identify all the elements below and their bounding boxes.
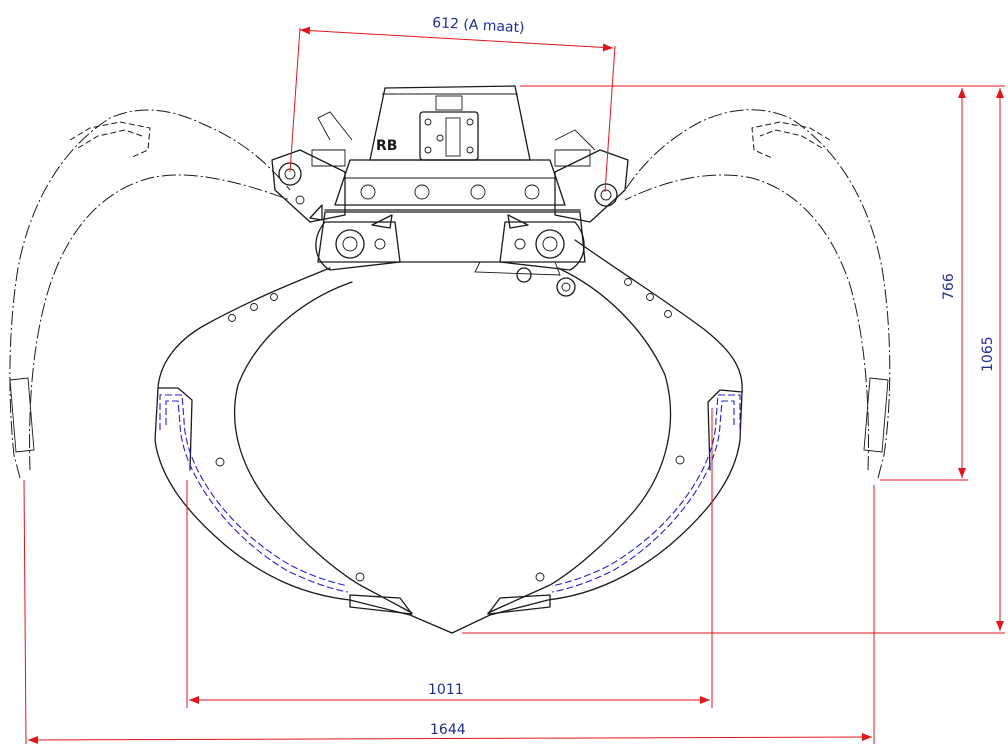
dimension-height-total: 1065 bbox=[462, 85, 1005, 634]
dimension-a-width: 612 (A maat) bbox=[289, 15, 616, 193]
dimension-label-height-inner: 766 bbox=[941, 273, 957, 300]
dimension-height-inner: 766 bbox=[520, 85, 968, 481]
closed-tine-left bbox=[154, 267, 453, 634]
dimension-label-opening-open: 1644 bbox=[430, 722, 466, 738]
dimension-label-opening-closed: 1011 bbox=[428, 682, 464, 698]
dimension-opening-open: 1644 bbox=[23, 479, 875, 745]
dimension-opening-closed: 1011 bbox=[186, 408, 713, 708]
dimension-label-height-total: 1065 bbox=[980, 336, 996, 372]
dimension-label-a-width: 612 (A maat) bbox=[432, 15, 525, 36]
logo-mark: RB bbox=[376, 138, 397, 154]
open-tine-left-phantom bbox=[9, 109, 291, 479]
grapple-body: RB bbox=[271, 85, 629, 297]
open-tine-right-phantom bbox=[624, 109, 891, 479]
closed-tine-right bbox=[451, 239, 743, 634]
